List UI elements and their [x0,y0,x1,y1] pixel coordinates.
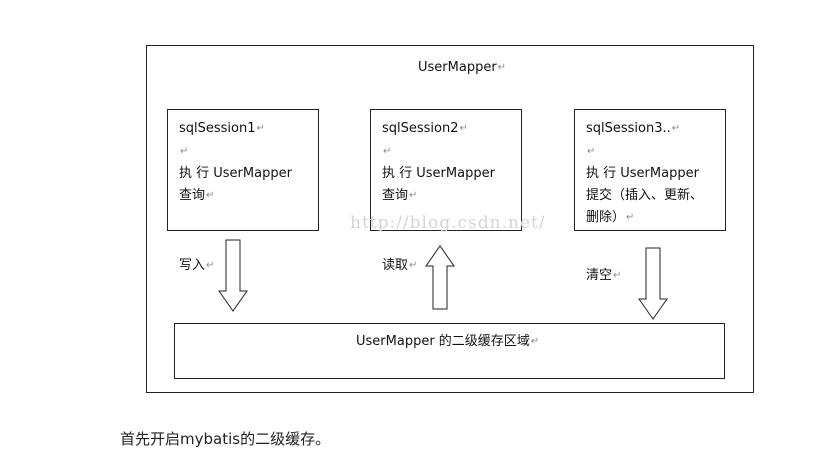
cache-region-label: UserMapper 的二级缓存区域↵ [356,334,540,349]
session-1-action: 执 行 UserMapper [179,166,292,181]
caption-text: 首先开启mybatis的二级缓存。 [120,430,331,448]
session-box-1 [167,109,319,231]
session-box-3 [574,109,726,231]
session-1-name: sqlSession1↵ [179,121,265,136]
usermapper-frame [146,45,754,393]
session-3-action-2: 提交（插入、更新、 [586,188,704,203]
arrow-clear-down [638,247,668,320]
session-2-blank-line: ↵ [383,146,392,157]
cache-region-box [174,323,725,379]
arrow-label-clear: 清空↵ [586,268,622,283]
session-1-blank-line: ↵ [180,146,189,157]
arrow-read-up [425,245,455,310]
session-3-name: sqlSession3..↵ [586,121,681,136]
session-3-blank-line: ↵ [587,146,596,157]
arrow-label-read: 读取↵ [382,258,418,273]
watermark: http://blog.csdn.net/ [350,213,546,233]
session-2-name: sqlSession2↵ [382,121,468,136]
usermapper-title: UserMapper↵ [418,60,507,75]
session-3-action: 执 行 UserMapper [586,166,699,181]
session-box-2 [370,109,522,231]
arrow-label-write: 写入↵ [179,258,215,273]
arrow-write-down [218,239,248,312]
session-1-action-2: 查询↵ [179,188,215,203]
session-2-action: 执 行 UserMapper [382,166,495,181]
session-3-action-3: 删除）↵ [586,210,635,225]
session-2-action-2: 查询↵ [382,188,418,203]
